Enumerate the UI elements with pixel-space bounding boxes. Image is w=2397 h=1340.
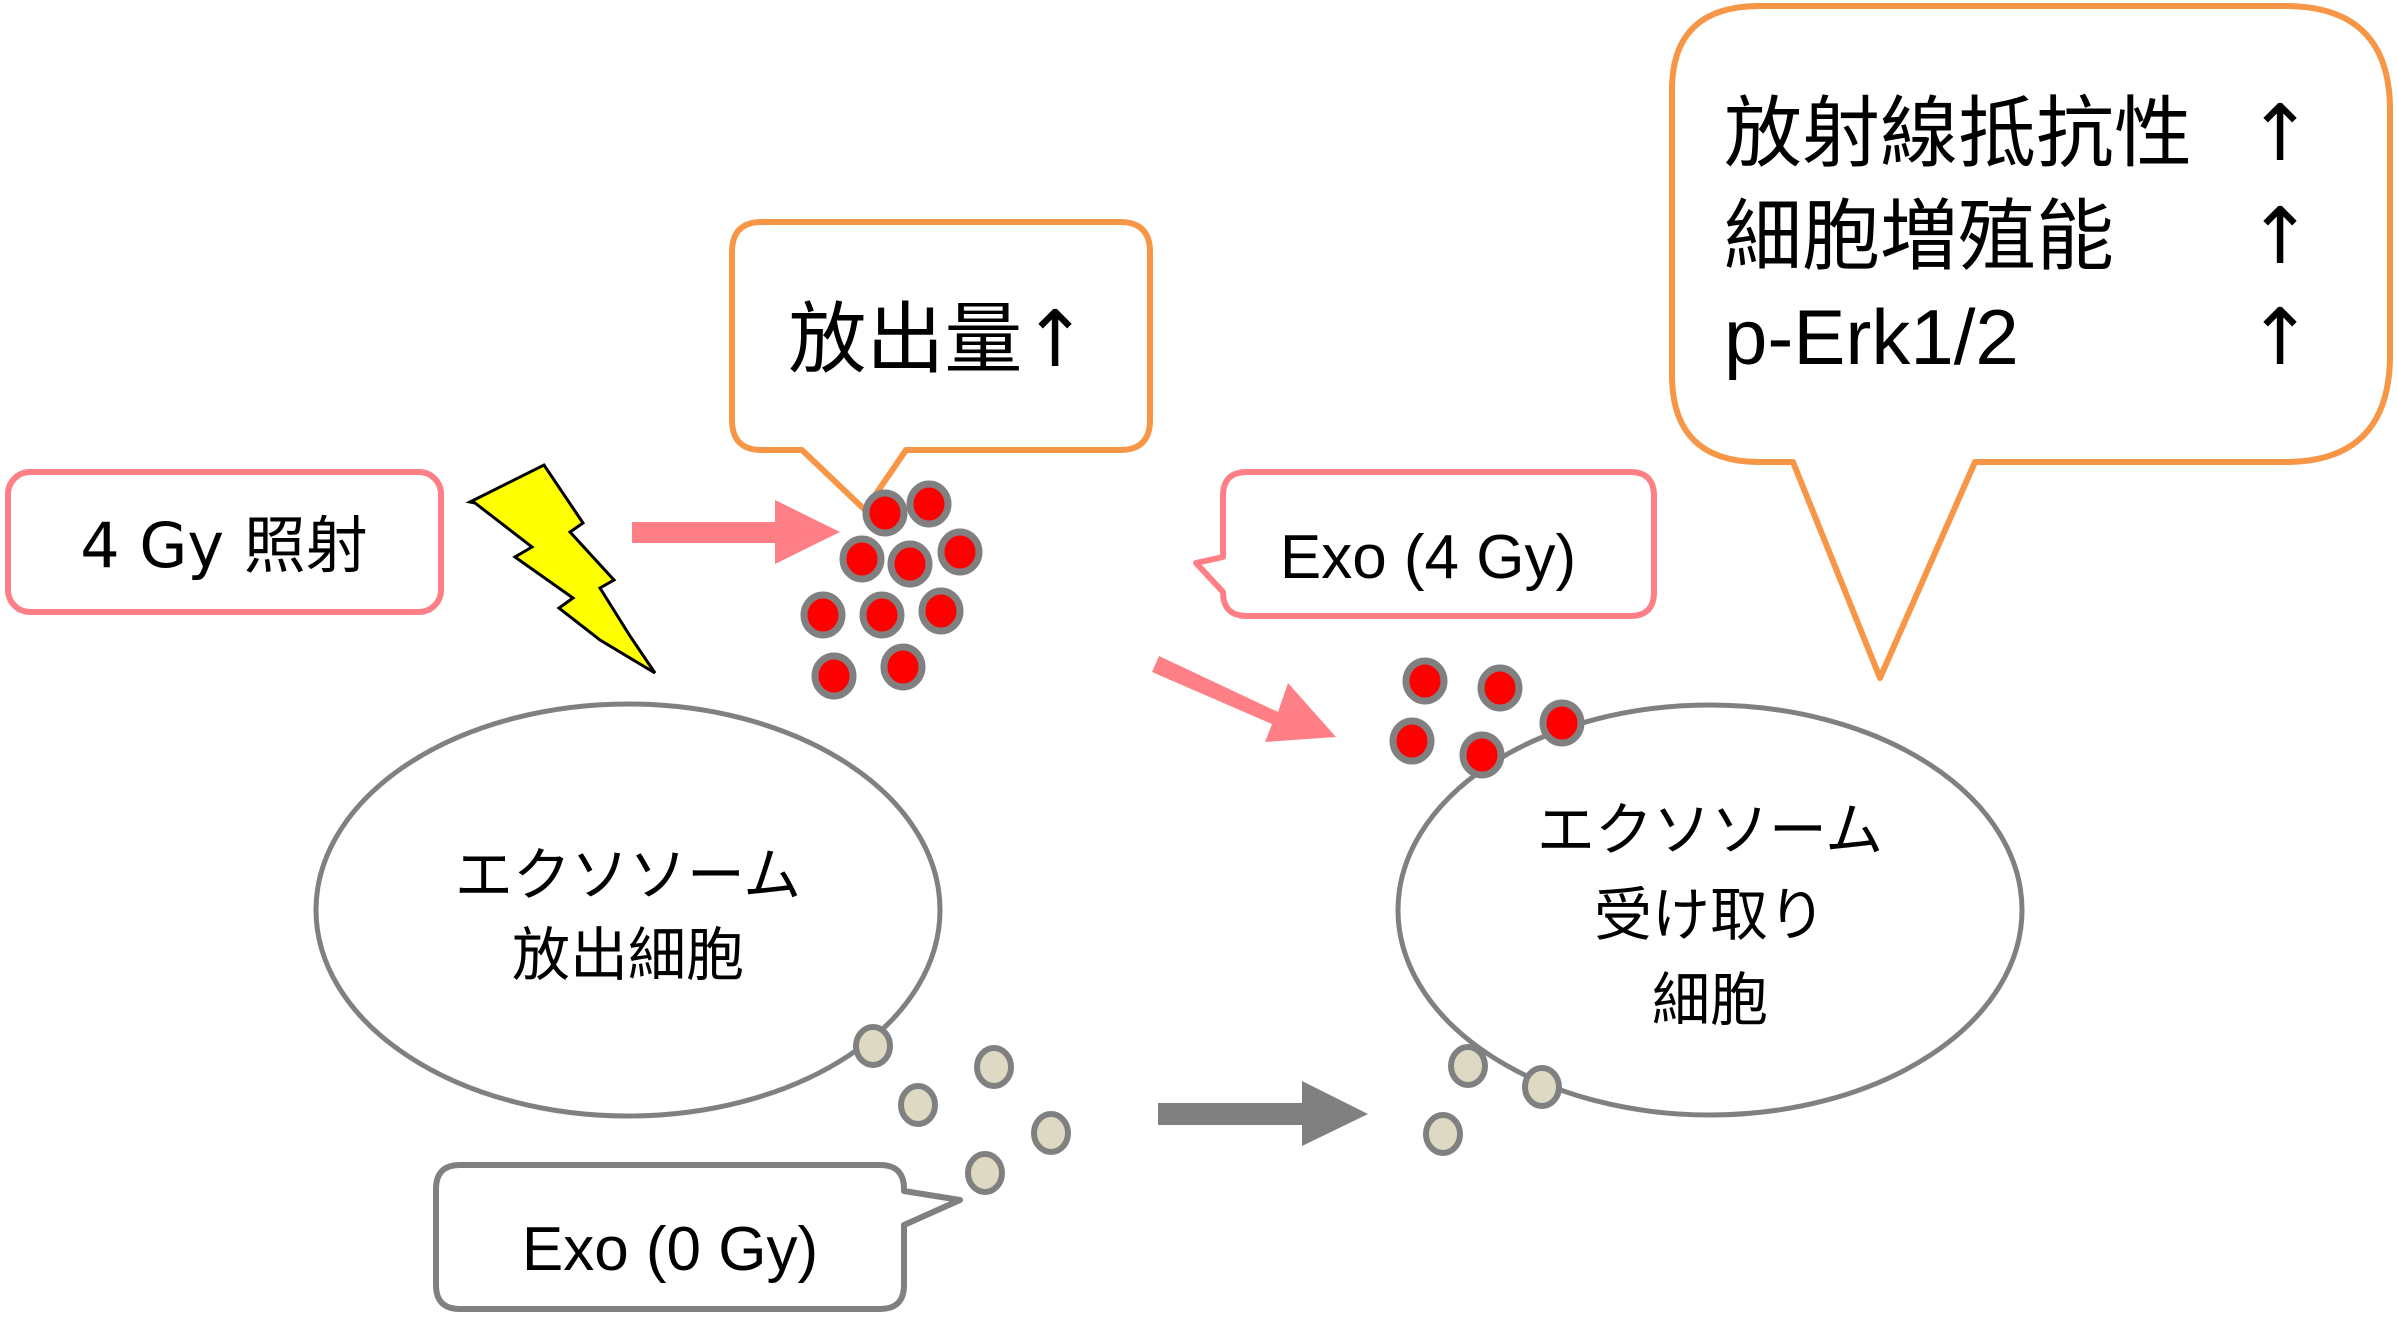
exosome-0gy [1522,1065,1562,1109]
donor-cell-line2: 放出細胞 [512,921,744,989]
exosome-0gy [1423,1112,1463,1156]
exosome-0gy [1031,1111,1071,1155]
irradiation-label-box: 4 Gy 照射 [5,469,444,615]
exosome-4gy [811,652,857,700]
effects-callout: 放射線抵抗性 ↑ 細胞増殖能 ↑ p-Erk1/2 ↑ [1669,3,2393,681]
exo-4gy-callout: Exo (4 Gy) [1193,469,1657,619]
exosome-0gy [974,1045,1014,1089]
lightning-bolt-icon [465,463,657,675]
irradiated-exosome-cluster [800,480,983,700]
exosome-4gy [937,528,983,576]
recipient-cell-line3: 細胞 [1652,966,1768,1034]
exosome-4gy [1459,731,1505,779]
exosome-4gy [1402,657,1448,705]
exosome-4gy [880,643,926,691]
donor-cell: エクソソーム 放出細胞 [313,701,943,1119]
exosome-0gy [898,1083,938,1127]
exosome-0gy [853,1024,893,1068]
transfer-0gy-arrow-icon [1158,1081,1368,1146]
exosome-4gy [1539,699,1585,747]
effect-radioresistance-label: 放射線抵抗性 [1724,89,2192,179]
exosome-4gy [839,535,885,583]
effect-proliferation-arrow: ↑ [2247,192,2312,282]
exosome-4gy [1389,717,1435,765]
exo-0gy-callout: Exo (0 Gy) [433,1162,963,1312]
exosome-4gy [887,540,933,588]
exosome-0gy [965,1151,1005,1195]
exosome-4gy [859,591,905,639]
exosome-4gy [1477,664,1523,712]
exosome-0gy [1448,1044,1488,1088]
recipient-cell-line2: 受け取り [1594,881,1826,949]
control-exosome-cluster [853,1024,1071,1195]
effect-radioresistance-arrow: ↑ [2247,89,2312,179]
effect-proliferation-label: 細胞増殖能 [1724,192,2114,282]
received-exosome-cluster-0gy [1423,1044,1562,1156]
irradiation-label: 4 Gy 照射 [80,509,368,582]
exosome-4gy [906,480,952,528]
release-amount-callout: 放出量↑ [729,219,1153,513]
irradiation-arrow-icon [632,500,840,564]
exo-4gy-label: Exo (4 Gy) [1280,523,1576,592]
donor-cell-line1: エクソソーム [455,841,801,909]
recipient-cell-line1: エクソソーム [1537,796,1883,864]
received-exosome-cluster-4gy [1389,657,1585,779]
release-amount-text: 放出量↑ [788,295,1087,385]
transfer-4gy-arrow-icon [1152,656,1336,742]
exosome-4gy [800,591,846,639]
exosome-4gy [918,587,964,635]
effect-perk-arrow: ↑ [2247,293,2312,383]
effect-perk-label: p-Erk1/2 [1724,293,2019,381]
recipient-cell: エクソソーム 受け取り 細胞 [1395,702,2025,1118]
exo-0gy-label: Exo (0 Gy) [522,1215,818,1284]
exosome-4gy [862,489,908,537]
